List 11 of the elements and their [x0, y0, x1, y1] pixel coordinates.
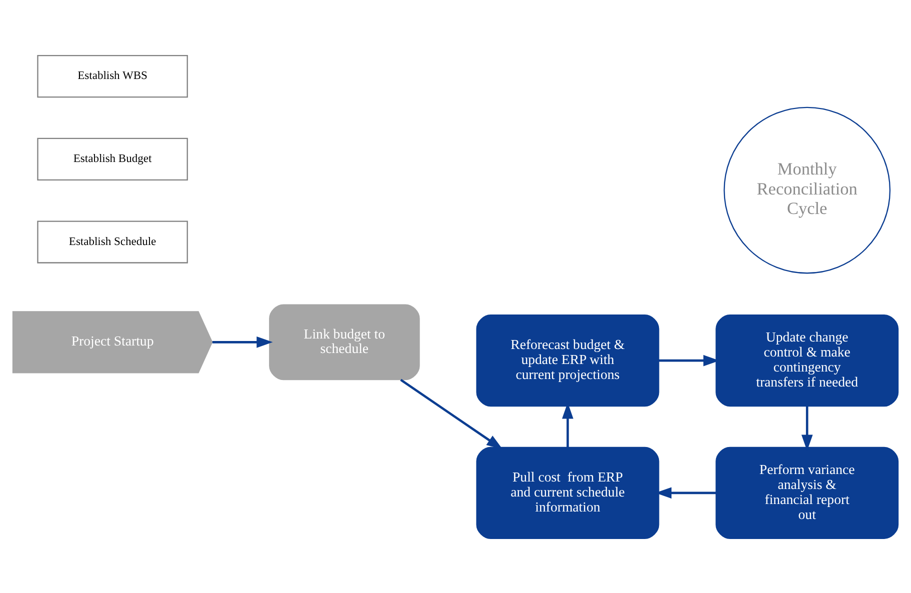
arrow [400, 378, 503, 449]
node-circle: Monthly Reconciliation Cycle [724, 106, 891, 274]
node-box: Reforecast budget & update ERP with current projections [476, 314, 660, 406]
arrow [212, 336, 273, 348]
node-box: Establish Budget [37, 137, 188, 180]
node-box: Pull cost from ERP and current schedule information [476, 446, 660, 538]
node-box: Perform variance analysis & financial report out [716, 446, 899, 538]
node-box: Link budget to schedule [269, 304, 420, 380]
node-box: Update change control & make contingency transfers if needed [716, 314, 899, 406]
node-box: Establish Schedule [37, 220, 188, 263]
node-box: Establish WBS [37, 54, 188, 98]
